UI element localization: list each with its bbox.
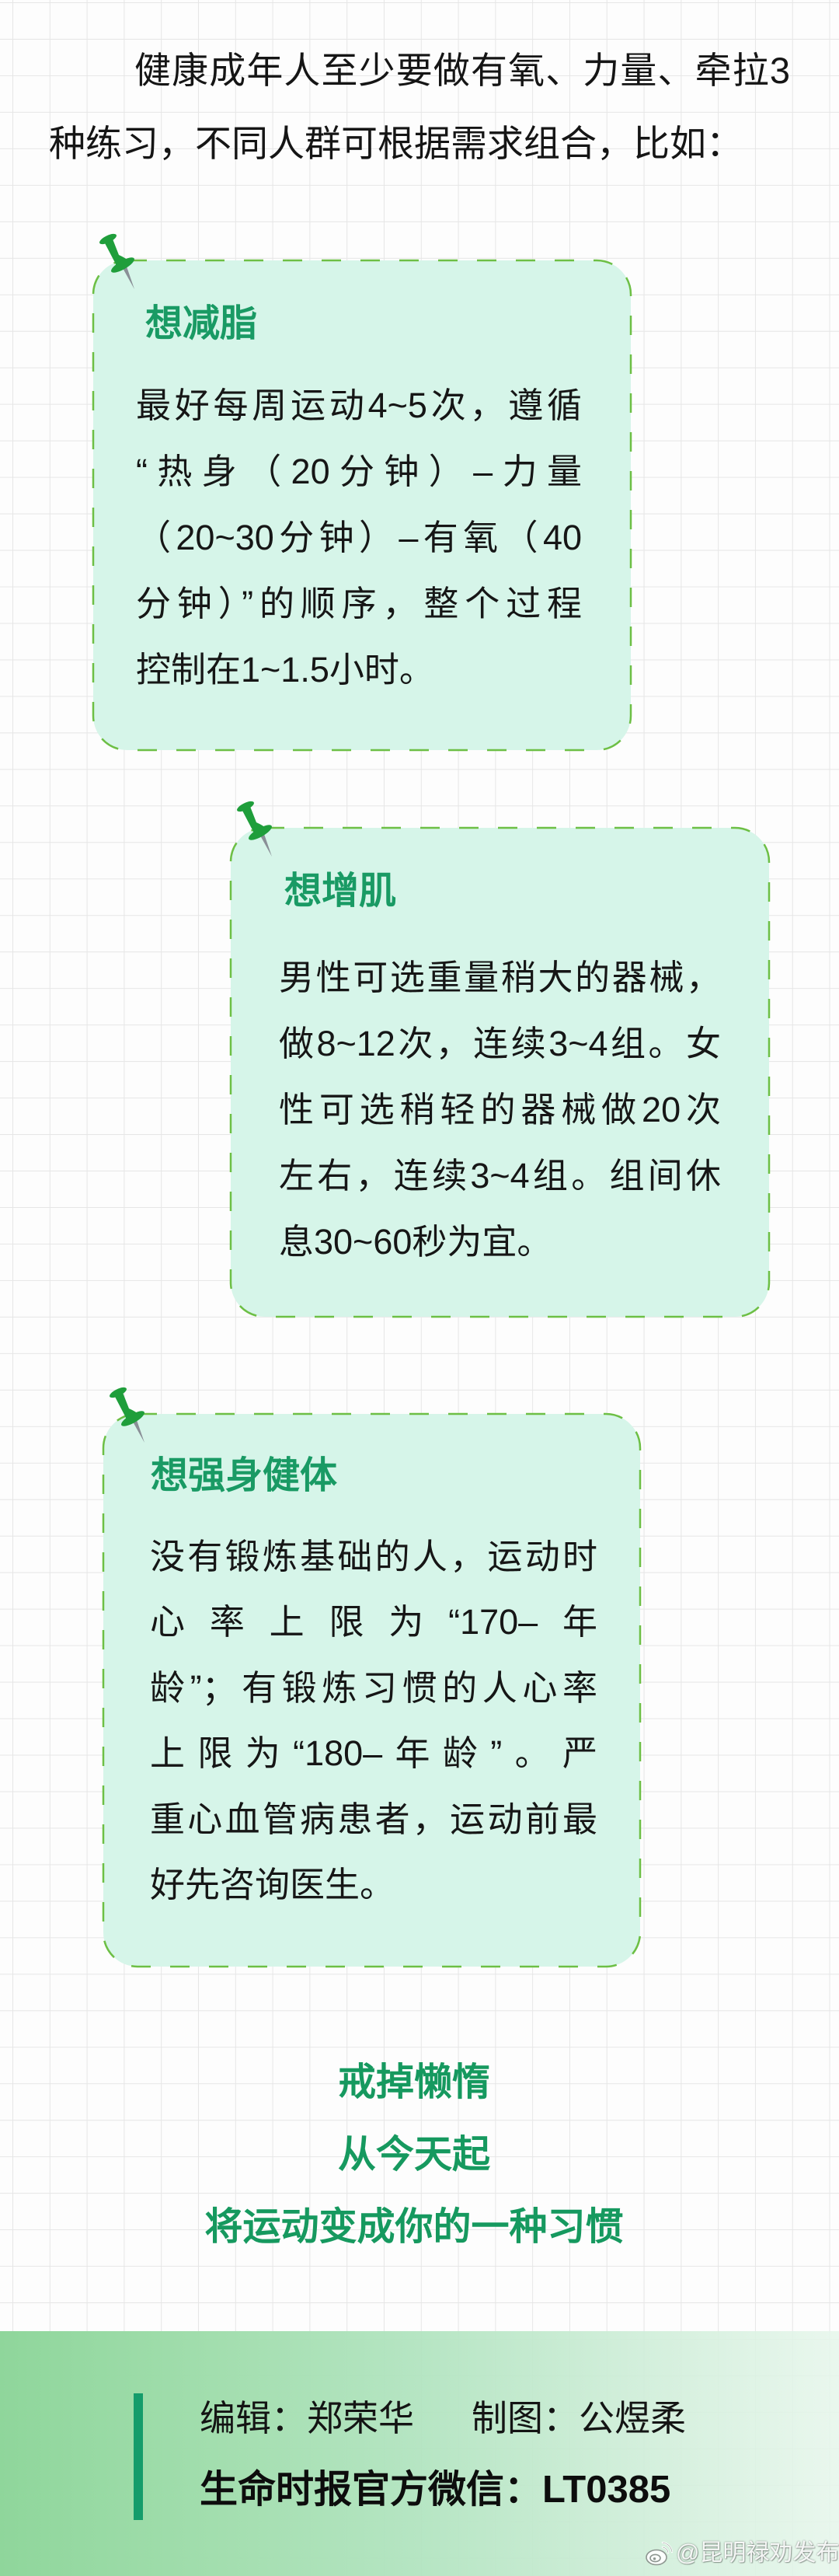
card-text-line: 左右，连续3~4组。组间休 [279, 1156, 721, 1196]
editor-credit: 编辑：郑荣华 [200, 2398, 414, 2438]
card-text-line: 好先咨询医生。 [150, 1865, 395, 1905]
card-body: 男性可选重量稍大的器械， 做8~12次，连续3~4组。女 性可选稍轻的器械做20… [279, 944, 721, 1275]
card-text-line: 息30~60秒为宜。 [279, 1222, 552, 1262]
designer-credit: 制图：公煜柔 [472, 2398, 686, 2438]
card-body: 没有锻炼基础的人，运动时 心率上限为“170–年 龄”；有锻炼习惯的人心率 上限… [150, 1524, 597, 1918]
card-text-line: 上限为“180–年龄”。严 [150, 1733, 597, 1774]
pushpin-icon [99, 233, 134, 289]
slogan-line: 将运动变成你的一种习惯 [204, 2206, 624, 2248]
slogan-line: 从今天起 [337, 2134, 490, 2176]
card-text-line: 最好每周运动4~5次，遵循 [136, 386, 582, 425]
intro-line: 健康成年人至少要做有氧、力量、牵拉3 [134, 50, 790, 91]
slogan: 戒掉懒惰 从今天起 将运动变成你的一种习惯 [0, 2047, 828, 2264]
wechat-account: 生命时报官方微信：LT0385 [200, 2469, 671, 2511]
card-text-line: 男性可选重量稍大的器械， [279, 958, 721, 997]
card-text-line: “热身（20分钟）–力量 [136, 452, 582, 491]
card-text-line: 做8~12次，连续3~4组。女 [279, 1024, 721, 1063]
footer-banner: 编辑：郑荣华 制图：公煜柔 生命时报官方微信：LT0385 [0, 2331, 839, 2576]
card-text-line: 心率上限为“170–年 [150, 1602, 597, 1642]
card-body: 最好每周运动4~5次，遵循 “热身（20分钟）–力量 （20~30分钟）–有氧（… [136, 372, 582, 703]
pushpin-icon [110, 1387, 144, 1443]
card-text-line: 性可选稍轻的器械做20次 [279, 1090, 721, 1129]
card-text-line: 分钟）”的顺序，整个过程 [136, 584, 582, 623]
card-text-line: 控制在1~1.5小时。 [136, 650, 434, 689]
card-text-line: （20~30分钟）–有氧（40 [136, 518, 582, 557]
card-text-line: 重心血管病患者，运动前最 [150, 1799, 597, 1839]
weibo-watermark: @昆明禄劝发布 [645, 2539, 839, 2568]
pushpin-icon [237, 801, 272, 857]
card-fat-loss: 想减脂 最好每周运动4~5次，遵循 “热身（20分钟）–力量 （20~30分钟）… [92, 233, 632, 752]
card-fitness: 想强身健体 没有锻炼基础的人，运动时 心率上限为“170–年 龄”；有锻炼习惯的… [102, 1387, 642, 1968]
card-title: 想强身健体 [151, 1455, 338, 1496]
credits-line: 编辑：郑荣华 制图：公煜柔 [200, 2395, 686, 2442]
card-text-line: 没有锻炼基础的人，运动时 [150, 1537, 597, 1576]
card-text-line: 龄”；有锻炼习惯的人心率 [150, 1667, 597, 1708]
intro-paragraph: 健康成年人至少要做有氧、力量、牵拉3 种练习，不同人群可根据需求组合，比如： [49, 34, 790, 180]
card-muscle-gain: 想增肌 男性可选重量稍大的器械， 做8~12次，连续3~4组。女 性可选稍轻的器… [229, 801, 771, 1318]
card-title: 想减脂 [145, 303, 258, 344]
card-title: 想增肌 [284, 871, 397, 912]
footer-accent-bar [134, 2393, 143, 2520]
watermark-text: @昆明禄劝发布 [676, 2540, 839, 2566]
weibo-icon [646, 2541, 673, 2566]
slogan-line: 戒掉懒惰 [337, 2061, 490, 2103]
intro-line: 种练习，不同人群可根据需求组合，比如： [49, 123, 743, 164]
